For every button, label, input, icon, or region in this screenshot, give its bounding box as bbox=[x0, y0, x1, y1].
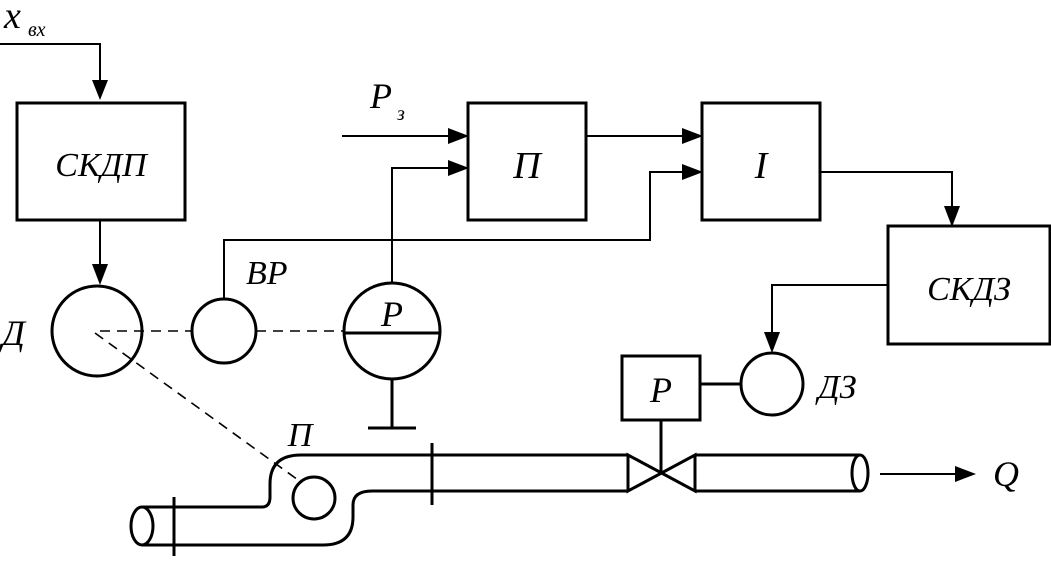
block-skdz bbox=[886, 224, 1051, 346]
skdz-to-dz-arrow bbox=[764, 284, 888, 353]
label-p-setpoint-sub: з bbox=[396, 103, 405, 125]
output-q-arrow bbox=[880, 466, 976, 482]
label-vr: ВР bbox=[246, 255, 288, 292]
block-p bbox=[466, 101, 588, 222]
skdp-to-d-arrow bbox=[92, 220, 108, 285]
label-x-input-sub: вх bbox=[28, 19, 46, 41]
label-q: Q bbox=[993, 454, 1019, 494]
label-p-block: П bbox=[512, 145, 543, 187]
label-d: Д bbox=[0, 313, 27, 353]
sensor-to-p-line bbox=[391, 160, 469, 283]
vr-to-i-line bbox=[223, 164, 703, 299]
label-dz: ДЗ bbox=[815, 369, 857, 406]
i-to-skdz-arrow bbox=[820, 171, 960, 227]
sensor-vr-circle bbox=[190, 297, 258, 365]
p-to-i-arrow bbox=[586, 128, 703, 144]
actuator-r-box bbox=[620, 354, 702, 422]
label-p-setpoint: P bbox=[369, 76, 392, 116]
label-i-block: I bbox=[754, 145, 770, 187]
block-skdp bbox=[15, 101, 187, 222]
label-skdz: СКДЗ bbox=[927, 271, 1011, 308]
label-x-input: x bbox=[3, 0, 21, 37]
label-r-actuator: Р bbox=[649, 370, 672, 410]
block-i bbox=[700, 101, 822, 222]
pipeline bbox=[129, 443, 870, 556]
label-r-sensor: Р bbox=[380, 294, 403, 334]
dashed-link-d-pipe bbox=[94, 332, 306, 486]
label-skdp: СКДП bbox=[55, 147, 149, 184]
input-x-line bbox=[0, 43, 108, 100]
actuator-dz-circle bbox=[739, 351, 805, 417]
setpoint-pz-line bbox=[342, 128, 469, 144]
label-p-pipe: П bbox=[287, 417, 315, 454]
pipe-sensor-circle bbox=[291, 475, 337, 521]
sensor-d-circle bbox=[50, 284, 144, 378]
